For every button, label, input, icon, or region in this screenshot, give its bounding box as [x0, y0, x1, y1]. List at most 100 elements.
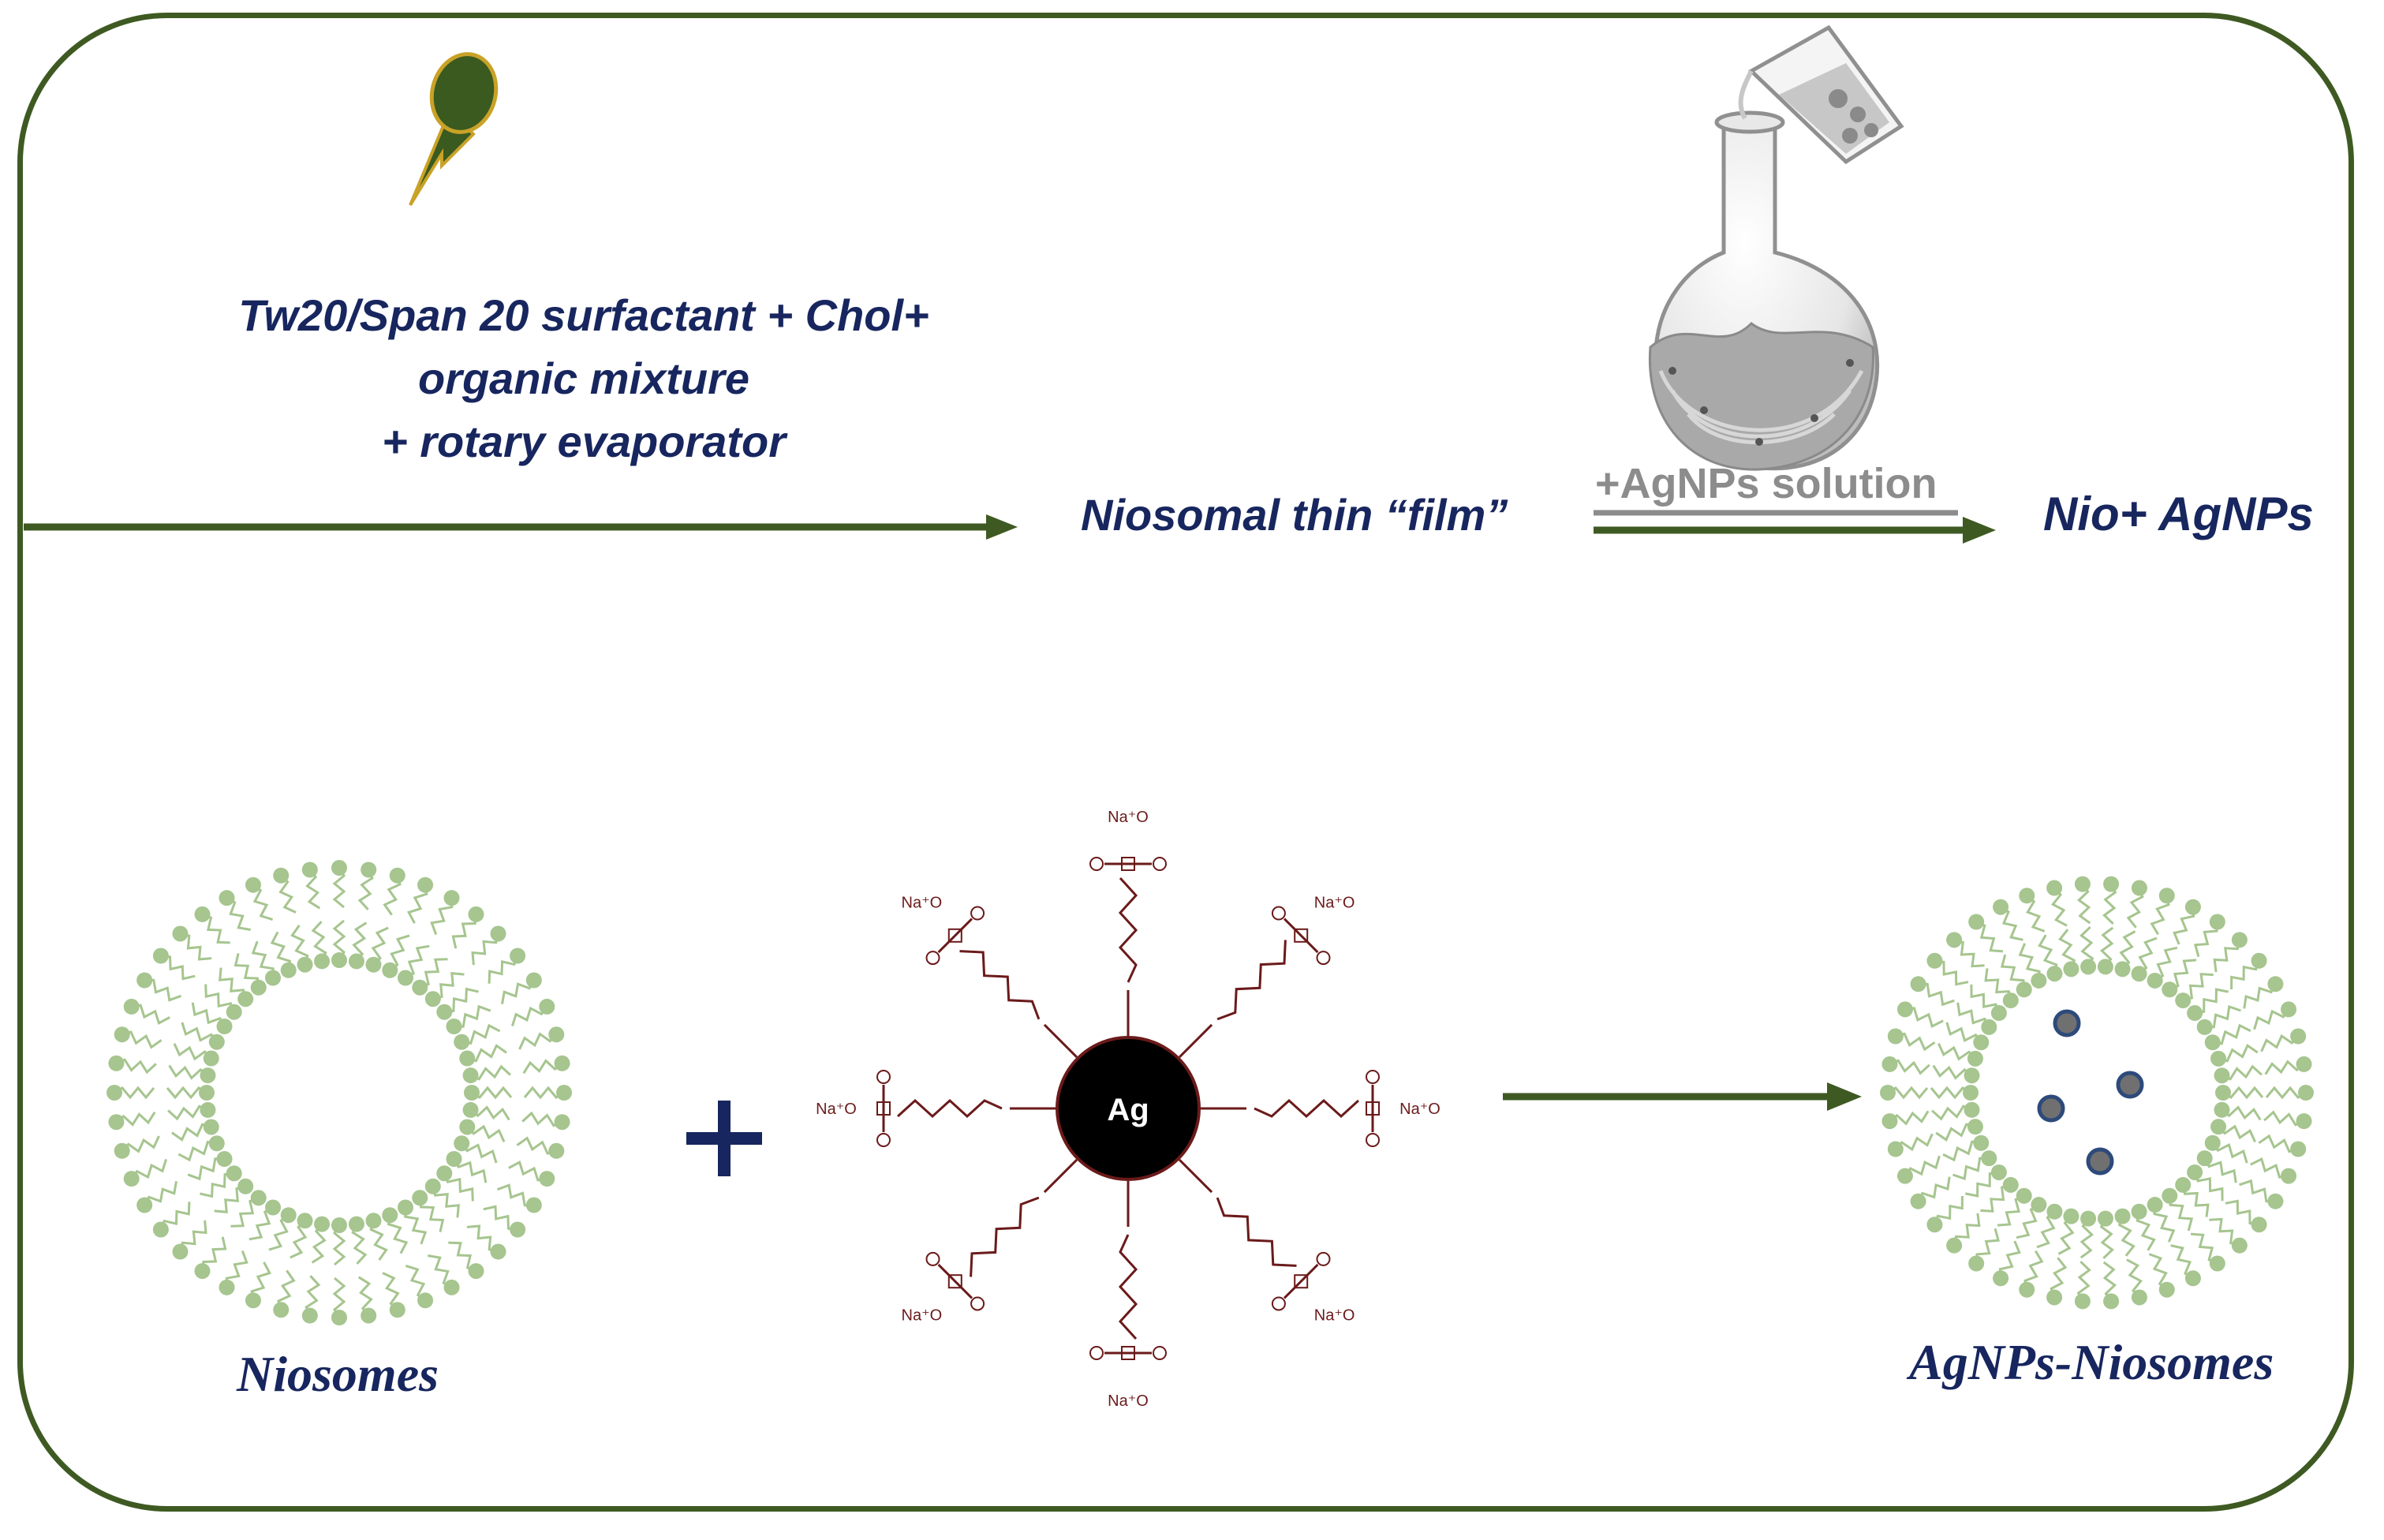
lipid-tail: [451, 914, 477, 949]
lipid-tail: [332, 867, 346, 909]
lipid-tail: [432, 972, 465, 1000]
lipid-tail: [252, 884, 274, 921]
lipid-tail: [225, 1250, 248, 1288]
lipid-tail: [234, 953, 260, 988]
lipid-tail: [428, 1254, 453, 1289]
lipid-tail: [2051, 887, 2068, 927]
lipid-tail: [250, 1262, 271, 1301]
lipid-tail: [453, 1158, 488, 1183]
mesna-ligands: Na⁺ONa⁺ONa⁺ONa⁺ONa⁺ONa⁺ONa⁺ONa⁺O: [816, 809, 1440, 1410]
lipid-tail: [1984, 968, 2012, 1001]
sodium-label: Na⁺O: [1314, 894, 1355, 911]
sulfonate-bond: [937, 1263, 973, 1299]
lipid-tail: [461, 1023, 501, 1045]
lipid-tail: [516, 1136, 557, 1155]
lipid-tail: [2182, 973, 2214, 1002]
lipid-tail: [2000, 906, 2023, 941]
lipid-tail: [1975, 1228, 2001, 1264]
lipid-tail: [521, 1111, 563, 1127]
lipid-tail: [2260, 1034, 2300, 1052]
ligand-bond: [1178, 1023, 1213, 1059]
lipid-tail: [201, 913, 230, 944]
lipid-tail: [1934, 1195, 1964, 1225]
sodium-label: Na⁺O: [1108, 1392, 1149, 1410]
lipid-tail: [1904, 1155, 1941, 1177]
ligand-bond: [1178, 1158, 1213, 1194]
lipid-tail: [1970, 984, 2001, 1014]
lipid-tail: [496, 1183, 534, 1207]
oxygen-atom: [876, 1133, 891, 1147]
lipid-tail: [2173, 906, 2195, 945]
lipid-tail: [1904, 1007, 1944, 1029]
lipid-tail: [1945, 1022, 1982, 1044]
lipid-tail: [226, 896, 251, 931]
lipid-tail: [1998, 1240, 2021, 1279]
lipid-tail: [114, 1086, 155, 1100]
oxygen-atom: [925, 1251, 940, 1266]
sodium-label: Na⁺O: [816, 1101, 857, 1118]
lipid-tail: [1952, 1213, 1981, 1246]
step3-arrow: [1503, 1082, 1862, 1111]
sodium-label: Na⁺O: [1314, 1307, 1355, 1325]
lipid-tail: [466, 1124, 506, 1142]
lipid-tail: [2150, 895, 2170, 936]
sodium-label: Na⁺O: [1108, 809, 1149, 826]
lipid-tail: [2168, 1195, 2194, 1232]
lipid-tail: [1980, 1183, 2012, 1213]
lipid-tail: [131, 1004, 170, 1025]
lipid-tail: [2018, 943, 2041, 981]
lipid-tail: [144, 978, 182, 1002]
lipid-tail: [1894, 1133, 1934, 1152]
lipid-tail: [177, 1140, 218, 1162]
ligand-bond: [1043, 1158, 1078, 1194]
oxygen-atom: [1366, 1133, 1380, 1147]
lipid-tail: [204, 984, 236, 1013]
lipid-tail: [2119, 930, 2136, 970]
lipid-tail: [483, 1205, 518, 1231]
recipe-line-2: organic mixture: [417, 353, 750, 403]
ligand-chain: [1254, 1098, 1360, 1119]
lipid-tail: [290, 1220, 308, 1259]
lipid-tail: [369, 1220, 388, 1261]
diagram-frame: [17, 13, 2354, 1512]
oxygen-atom: [876, 1070, 891, 1084]
lipid-tail: [418, 1198, 445, 1232]
ligand-chain: [1216, 1197, 1297, 1267]
recipe-line-3: + rotary evaporator: [382, 417, 786, 466]
lipid-tail: [2154, 946, 2178, 982]
niosomes-label: Niosomes: [237, 1346, 439, 1402]
lipid-tail: [443, 1172, 474, 1202]
sodium-label: Na⁺O: [902, 1307, 943, 1325]
lipid-tail: [432, 1186, 460, 1218]
lipid-tail: [311, 921, 327, 962]
lipid-tail: [2203, 1157, 2237, 1183]
lipid-tail: [2076, 1261, 2091, 1303]
lipid-tail: [130, 1158, 168, 1179]
lipid-tail: [214, 1185, 246, 1213]
sulfonate-bond: [937, 918, 973, 954]
lipid-tail: [2126, 1258, 2143, 1299]
sodium-label: Na⁺O: [1399, 1101, 1440, 1118]
oxygen-atom: [1366, 1070, 1380, 1084]
lipid-tail: [351, 1223, 368, 1265]
recipe-line-1: Tw20/Span 20 surfactant + Chol+: [238, 290, 929, 340]
lipid-tail: [510, 1006, 548, 1027]
lipid-tail: [1937, 1042, 1977, 1061]
lipid-tail: [2057, 1215, 2075, 1255]
oxygen-atom: [1089, 1346, 1104, 1360]
lipid-tail: [1934, 959, 1969, 986]
lipid-tail: [1952, 1157, 1990, 1180]
oxygen-atom: [1271, 1296, 1286, 1311]
lipid-tail: [2050, 1257, 2068, 1298]
lipid-tail: [332, 919, 346, 961]
lipid-tail: [2169, 959, 2197, 991]
oxygen-atom: [970, 906, 985, 921]
lipid-tail: [2250, 1157, 2289, 1179]
oxygen-atom: [970, 1296, 985, 1311]
lipid-tail: [270, 931, 292, 971]
product-label: Nio+ AgNPs: [2043, 488, 2314, 540]
lipid-tail: [2225, 1199, 2259, 1226]
lipid-tail: [1975, 921, 2004, 953]
lipid-tail: [448, 1241, 477, 1273]
lipid-tail: [1997, 1194, 2025, 1227]
